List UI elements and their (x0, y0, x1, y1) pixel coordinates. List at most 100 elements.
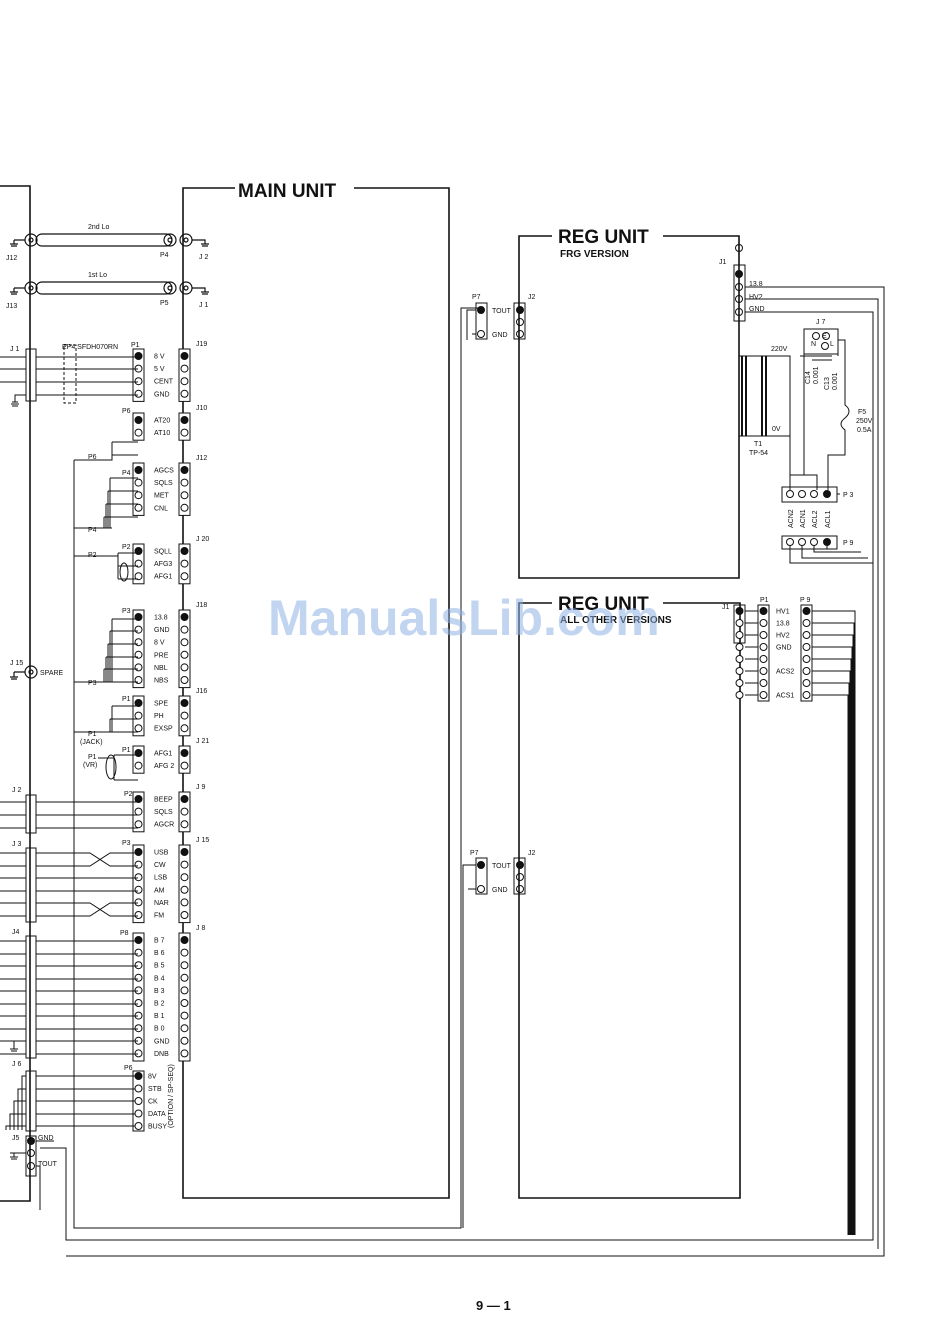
pin-dot (134, 820, 143, 829)
pin-label-j-8-6: B 2 (154, 1001, 165, 1008)
pin-dot (180, 503, 189, 512)
reg-frg-c13v: 0.001 (832, 372, 839, 390)
pin-dot (134, 711, 143, 720)
pin-label-j12-3: MET (154, 493, 170, 500)
option-pin-3: CK (148, 1099, 158, 1106)
wiring-j2-j9 (0, 794, 138, 834)
reg-frg-ac-3: ACL2 (812, 510, 819, 528)
label-p8: P8 (120, 930, 129, 937)
label-j2-coax: J 2 (199, 254, 208, 261)
main-unit-box (182, 187, 450, 1199)
pin-dot (134, 724, 143, 733)
pin-dot (180, 911, 189, 919)
pin-dot (735, 667, 744, 675)
pin-label-j-20-2: AFG3 (154, 561, 172, 568)
pin-dot (180, 936, 189, 944)
pin-dot (759, 631, 768, 639)
pin-dot (180, 663, 189, 672)
reg-all-p7: P7 (470, 850, 479, 857)
reg-all-box (518, 602, 741, 1199)
pin-dot (735, 679, 744, 687)
pin-dot (134, 491, 143, 500)
label-p5-coax: P5 (160, 300, 169, 307)
reg-frg-j2: J2 (528, 294, 536, 301)
reg-frg-e: E (822, 333, 827, 340)
label-ep4: EP4 SFDH070RN (62, 344, 118, 351)
pin-dot (180, 650, 189, 659)
connector-label-j18: J18 (196, 602, 207, 609)
pin-dot (180, 807, 189, 816)
pin-dot (134, 663, 143, 672)
reg-frg-p9: P 9 (843, 540, 853, 547)
reg-frg-c14: C14 (805, 371, 812, 384)
pin-label-j19-1: 8 V (154, 354, 165, 361)
pin-label-j-9-2: SQLS (154, 809, 173, 816)
pin-dot (759, 643, 768, 651)
pin-dot (180, 885, 189, 894)
label-j1-coax: J 1 (199, 302, 208, 309)
pin-dot (759, 607, 768, 615)
pin-label-j10-2: AT10 (154, 430, 170, 437)
pin-dot (180, 948, 189, 957)
pin-dot (180, 898, 189, 907)
reg-frg-ac-2: ACN1 (800, 509, 807, 528)
pin-label-j16-3: EXSP (154, 726, 173, 733)
reg-frg-subtitle: FRG VERSION (560, 249, 629, 260)
pin-dot (735, 691, 744, 699)
wiring-p6-j10 (73, 307, 480, 1229)
pin-dot (134, 1024, 143, 1033)
label-p6-j10: P6 (122, 408, 131, 415)
pin-dot (134, 625, 143, 634)
pin-label-j-21-1: AFG1 (154, 751, 172, 758)
pin-label-j18-2: GND (154, 627, 170, 634)
pin-label-j-15-6: FM (154, 913, 164, 920)
reg-frg-ac-4: ACL1 (825, 510, 832, 528)
spare-coax (10, 665, 38, 680)
label-p4-j12: P4 (122, 470, 131, 477)
reg-frg-220v: 220V (771, 346, 788, 353)
label-2nd-lo: 2nd Lo (88, 224, 110, 231)
pin-dot (180, 377, 189, 386)
label-j5-gnd: GND (38, 1135, 54, 1142)
reg-all-j1: J1 (722, 604, 730, 611)
pin-label-j-8-3: B 5 (154, 963, 165, 970)
pin-dot (134, 948, 143, 957)
option-pin-2: STB (148, 1086, 162, 1093)
pin-dot (180, 986, 189, 995)
reg-frg-f5a: 250V (856, 418, 873, 425)
connector-label-j-21: J 21 (196, 738, 209, 745)
pin-label-j18-1: 13.8 (154, 615, 168, 622)
connector-label-j-8: J 8 (196, 925, 205, 932)
pin-label-j12-2: SQLS (154, 480, 173, 487)
reg-frg-transformer (739, 328, 874, 1168)
pin-label-j18-5: NBL (154, 665, 168, 672)
wiring-j6-option (5, 1070, 138, 1132)
connector-label-j-20: J 20 (196, 536, 209, 543)
pin-dot (759, 691, 768, 699)
reg-all-gnd: GND (492, 887, 508, 894)
pin-label-j-15-2: CW (154, 862, 166, 869)
reg-frg-title: REG UNIT (558, 227, 649, 248)
label-j4-left: J4 (12, 929, 20, 936)
pin-dot (735, 607, 744, 615)
reg-frg-n: N (811, 341, 816, 348)
label-j2-left: J 2 (12, 787, 21, 794)
pin-dot (134, 1122, 143, 1130)
label-p1-j21: P1 (122, 747, 131, 754)
reg-frg-j7: J 7 (816, 319, 825, 326)
label-j1-left: J 1 (10, 346, 19, 353)
pin-dot (134, 807, 143, 816)
pin-dot (134, 795, 143, 803)
pin-label-j18-3: 8 V (154, 640, 165, 647)
wiring-p1-j16 (74, 705, 138, 733)
pin-dot (735, 619, 744, 627)
reg-all-tout: TOUT (492, 863, 512, 870)
reg-frg-l: L (830, 341, 834, 348)
label-j12-coax: J12 (6, 255, 17, 262)
pin-dot (180, 1049, 189, 1058)
pin-label-j-15-1: USB (154, 850, 169, 857)
label-p3-j18: P3 (122, 608, 131, 615)
